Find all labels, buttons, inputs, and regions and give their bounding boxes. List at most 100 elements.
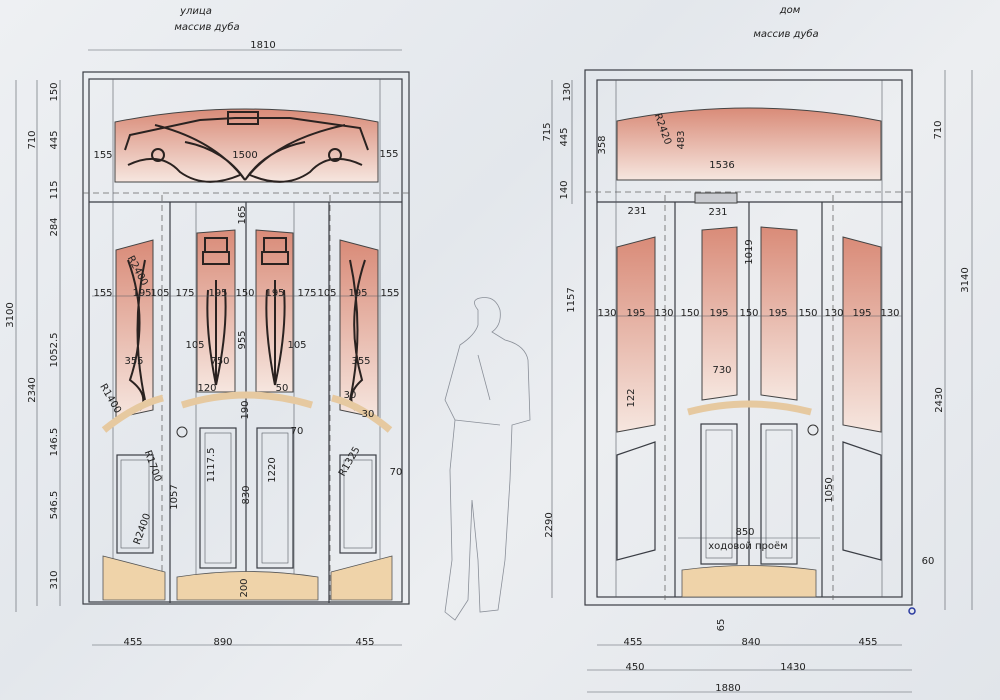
- right-door-glass-2: [760, 226, 798, 401]
- right-sidelight-glass-left: [616, 236, 656, 433]
- right-door-elevation: [551, 69, 973, 693]
- right-dimension-label: 130: [654, 308, 673, 319]
- left-dimension-label: 830: [241, 485, 252, 504]
- left-dimension-label: 455: [355, 637, 374, 648]
- left-dimension-label: 155: [380, 288, 399, 299]
- left-dimension-label: 195: [348, 288, 367, 299]
- left-dimension-label: 455: [123, 637, 142, 648]
- right-dimension-label: 1536: [709, 160, 734, 171]
- left-dimension-label: 105: [287, 340, 306, 351]
- left-dimension-label: 30: [362, 409, 375, 420]
- right-material: массив дуба: [753, 28, 818, 40]
- right-dimension-label: 60: [922, 556, 935, 567]
- right-dimension-label: 150: [739, 308, 758, 319]
- left-dimension-label: 200: [239, 578, 250, 597]
- left-dimension-label: 1057: [169, 484, 180, 509]
- left-dimension-label: 105: [150, 288, 169, 299]
- right-dimension-label: 710: [933, 120, 944, 139]
- left-dimension-label: 30: [344, 390, 357, 401]
- left-dimension-label: 175: [175, 288, 194, 299]
- right-dimension-label: 231: [627, 206, 646, 217]
- left-dimension-label: 1052.5: [49, 333, 60, 368]
- transom-glass: [114, 108, 379, 183]
- right-dimension-label: 3140: [960, 267, 971, 292]
- left-dimension-label: 150: [49, 82, 60, 101]
- right-dimension-label: 1019: [744, 239, 755, 264]
- left-dimension-label: 115: [49, 180, 60, 199]
- right-dimension-label: 455: [623, 637, 642, 648]
- passage-opening-note: ходовой проём: [708, 541, 787, 552]
- left-dimension-label: 546.5: [49, 491, 60, 520]
- keyhole-icon: [807, 424, 819, 436]
- right-dimension-label: 195: [626, 308, 645, 319]
- right-dimension-label: 1880: [715, 683, 740, 694]
- left-door-elevation: [15, 49, 410, 646]
- left-dimension-label: 310: [49, 570, 60, 589]
- left-dimension-label: 710: [27, 130, 38, 149]
- right-dimension-label: 358: [597, 135, 608, 154]
- right-dimension-label: 150: [798, 308, 817, 319]
- left-dimension-label: 1500: [232, 150, 257, 161]
- right-door-glass-1: [701, 226, 738, 401]
- left-dimension-label: R2400: [132, 512, 153, 546]
- left-dimension-label: 355: [124, 356, 143, 367]
- right-dimension-label: 850: [735, 527, 754, 538]
- left-dimension-label: 105: [317, 288, 336, 299]
- right-dimension-label: 195: [709, 308, 728, 319]
- left-dimension-label: 750: [210, 356, 229, 367]
- right-dimension-label: 840: [741, 637, 760, 648]
- left-dimension-label: 150: [235, 288, 254, 299]
- left-dimension-label: 890: [213, 637, 232, 648]
- right-dimension-label: 450: [625, 662, 644, 673]
- left-dimension-label: 155: [93, 288, 112, 299]
- right-sidelight-glass-right: [842, 236, 882, 433]
- left-dimension-label: 195: [208, 288, 227, 299]
- left-title: улица: [179, 6, 212, 17]
- left-dimension-label: 445: [49, 130, 60, 149]
- left-dimension-label: 155: [379, 149, 398, 160]
- right-dimension-label: 1430: [780, 662, 805, 673]
- left-dimension-label: 355: [351, 356, 370, 367]
- right-dimension-label: 130: [880, 308, 899, 319]
- right-dimension-label: 455: [858, 637, 877, 648]
- right-dimension-label: 140: [559, 180, 570, 199]
- door-handle-icon: [176, 426, 188, 438]
- right-dimension-label: 715: [542, 122, 553, 141]
- door-closer-icon: [694, 192, 738, 204]
- transom-glass-right: [616, 107, 882, 181]
- left-dimension-label: 70: [291, 426, 304, 437]
- left-dimension-label: 955: [237, 330, 248, 349]
- right-dimension-label: 122: [626, 388, 637, 407]
- right-dimension-label: 65: [716, 619, 727, 632]
- right-dimension-label: 150: [680, 308, 699, 319]
- left-dimension-label: 284: [49, 217, 60, 236]
- right-dimension-label: 2290: [544, 512, 555, 537]
- left-dimension-label: 105: [185, 340, 204, 351]
- left-dimension-label: 195: [265, 288, 284, 299]
- right-dimension-label: 130: [824, 308, 843, 319]
- right-dimension-label: 1157: [566, 287, 577, 312]
- left-dimension-label: 120: [197, 383, 216, 394]
- person-scale-figure: [444, 297, 531, 621]
- left-dimension-label: 190: [240, 400, 251, 419]
- right-dimension-label: 195: [852, 308, 871, 319]
- left-sidelight-glass: [115, 239, 154, 419]
- left-dimension-label: 70: [390, 467, 403, 478]
- right-title: дом: [779, 5, 801, 16]
- left-dimension-label: 175: [297, 288, 316, 299]
- right-dimension-label: 195: [768, 308, 787, 319]
- left-dimension-label: R1325: [337, 445, 363, 479]
- right-dimension-label: 445: [559, 127, 570, 146]
- left-dimension-label: 50: [276, 383, 289, 394]
- right-dimension-label: 483: [676, 130, 687, 149]
- left-dimension-label: 155: [93, 150, 112, 161]
- left-material: массив дуба: [174, 21, 239, 33]
- left-dimension-label: 146.5: [49, 428, 60, 457]
- left-dimension-label: 165: [237, 205, 248, 224]
- right-dimension-label: 130: [562, 82, 573, 101]
- right-dimension-label: 130: [597, 308, 616, 319]
- left-dimension-label: R1700: [142, 449, 163, 483]
